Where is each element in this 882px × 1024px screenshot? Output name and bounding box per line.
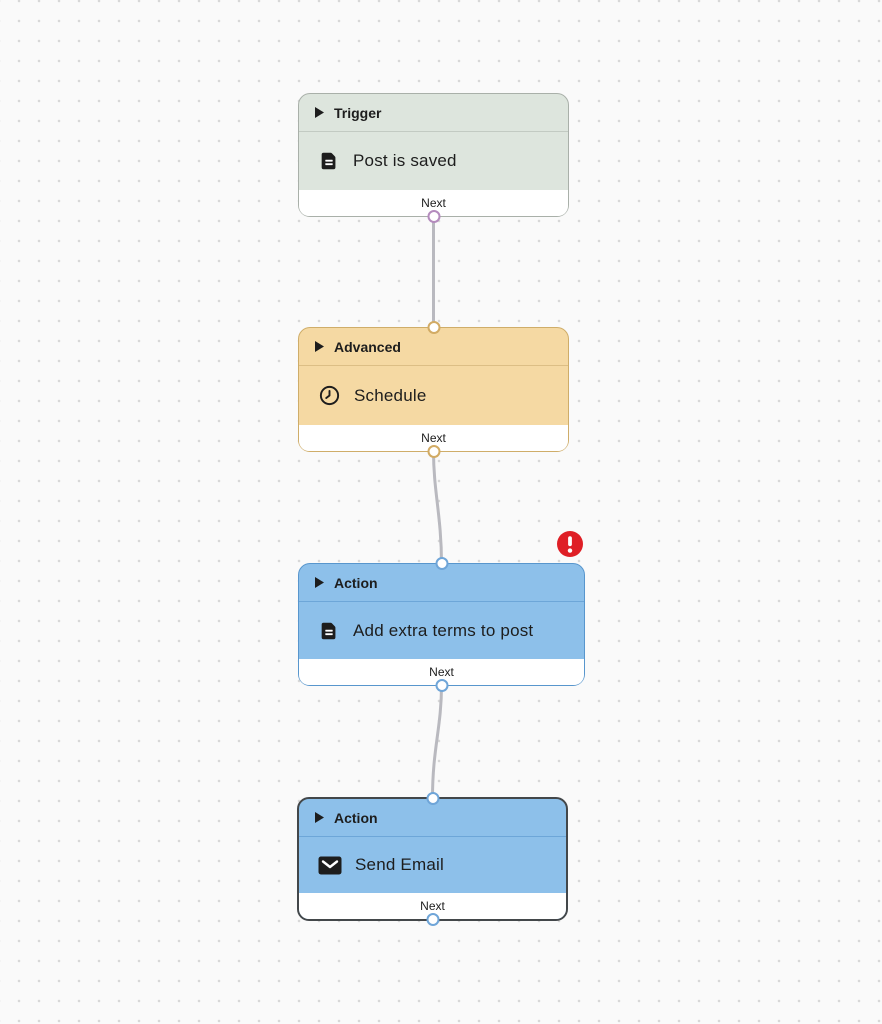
node-category-label: Advanced bbox=[334, 338, 401, 355]
node-advanced-schedule[interactable]: Advanced Schedule Next bbox=[298, 321, 569, 458]
next-label: Next bbox=[421, 431, 446, 445]
node-trigger-post-is-saved[interactable]: Trigger Post is saved Next bbox=[298, 93, 569, 223]
node-category-label: Action bbox=[334, 574, 378, 591]
error-badge[interactable] bbox=[557, 531, 583, 557]
node-category-label: Action bbox=[334, 809, 378, 826]
input-port[interactable] bbox=[426, 792, 439, 805]
exclamation-icon bbox=[557, 531, 583, 557]
next-label: Next bbox=[421, 196, 446, 210]
node-title: Send Email bbox=[355, 855, 444, 874]
node-body: Schedule bbox=[299, 366, 568, 425]
node-body: Post is saved bbox=[299, 132, 568, 190]
node-body: Send Email bbox=[299, 837, 566, 893]
node-category-label: Trigger bbox=[334, 104, 382, 121]
input-port[interactable] bbox=[435, 557, 448, 570]
connector-advanced-to-action1 bbox=[432, 449, 443, 566]
node-header[interactable]: Trigger bbox=[299, 94, 568, 132]
node-header[interactable]: Action bbox=[299, 564, 584, 602]
next-label: Next bbox=[429, 665, 454, 679]
output-port[interactable] bbox=[435, 679, 448, 692]
node-title: Schedule bbox=[354, 385, 427, 405]
output-port[interactable] bbox=[427, 210, 440, 223]
post-icon bbox=[318, 150, 340, 172]
node-body: Add extra terms to post bbox=[299, 602, 584, 659]
node-title: Post is saved bbox=[353, 151, 457, 170]
input-port[interactable] bbox=[427, 321, 440, 334]
node-action-add-extra-terms[interactable]: Action Add extra terms to post Next bbox=[298, 531, 585, 692]
post-icon bbox=[318, 620, 340, 642]
play-icon bbox=[315, 812, 324, 823]
output-port[interactable] bbox=[426, 913, 439, 926]
output-port[interactable] bbox=[427, 445, 440, 458]
node-header[interactable]: Advanced bbox=[299, 328, 568, 366]
mail-icon bbox=[318, 856, 342, 875]
next-label: Next bbox=[420, 899, 445, 913]
node-action-send-email[interactable]: Action Send Email Next bbox=[297, 792, 568, 926]
connector-action1-to-action2 bbox=[431, 683, 443, 800]
node-title: Add extra terms to post bbox=[353, 620, 534, 640]
node-header[interactable]: Action bbox=[299, 799, 566, 837]
play-icon bbox=[315, 577, 324, 588]
play-icon bbox=[315, 341, 324, 352]
clock-icon bbox=[318, 384, 341, 407]
play-icon bbox=[315, 107, 324, 118]
